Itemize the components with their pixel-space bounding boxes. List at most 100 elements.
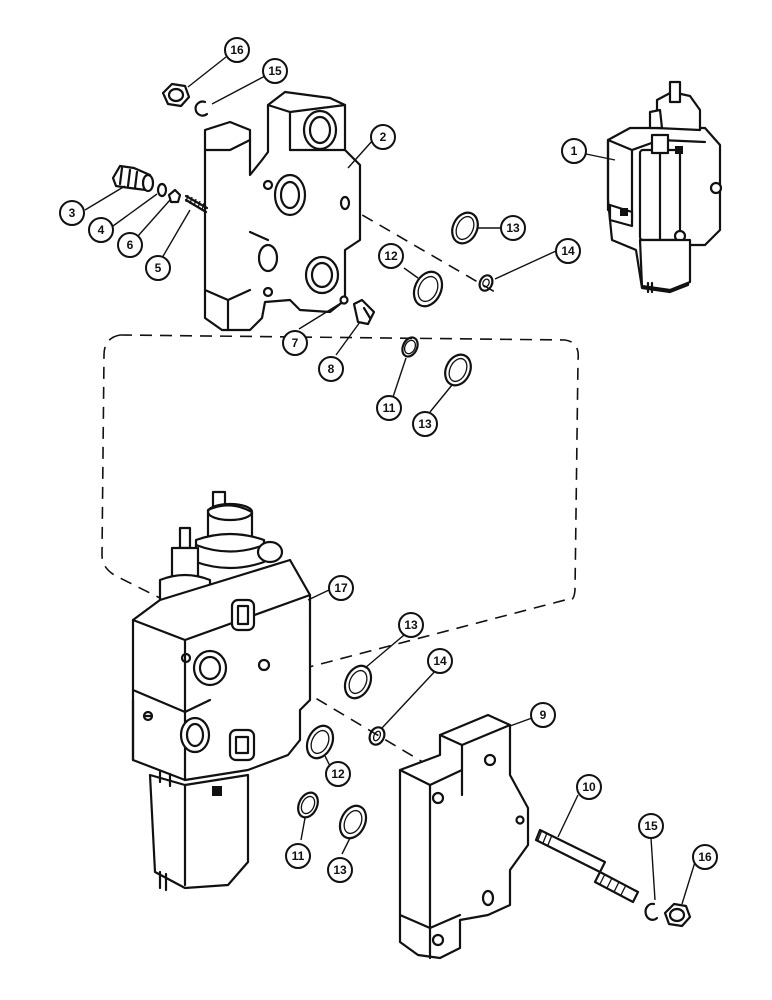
fitting-part-3 <box>111 164 155 193</box>
callout-14: 14 <box>427 648 453 674</box>
callout-13: 13 <box>327 857 353 883</box>
callout-number: 11 <box>383 401 396 415</box>
callout-9: 9 <box>530 702 556 728</box>
callout-17: 17 <box>328 575 354 601</box>
callout-number: 7 <box>292 336 299 350</box>
callout-number: 14 <box>433 654 447 668</box>
callout-4: 4 <box>88 217 114 243</box>
o-ring-part-13-d <box>338 804 368 840</box>
callout-number: 13 <box>506 221 520 235</box>
callout-1: 1 <box>561 138 587 164</box>
hex-nut-part-16-bottom <box>663 902 692 928</box>
callout-circle <box>327 857 353 883</box>
callout-circle <box>285 843 311 869</box>
callout-15: 15 <box>638 813 664 839</box>
callout-number: 11 <box>292 849 305 863</box>
callout-number: 14 <box>561 244 575 258</box>
callout-11: 11 <box>376 395 402 421</box>
hex-nut-part-16-top <box>161 82 191 108</box>
callout-circle <box>576 774 602 800</box>
plug-part-8 <box>352 298 376 326</box>
callout-number: 4 <box>98 223 105 237</box>
callout-number: 13 <box>418 417 432 431</box>
callout-circle <box>376 395 402 421</box>
callout-number: 9 <box>540 708 547 722</box>
callout-circle <box>638 813 664 839</box>
lock-washer-part-15-bottom <box>644 902 659 921</box>
callout-circle <box>262 58 288 84</box>
callout-circle <box>370 124 396 150</box>
callout-number: 15 <box>644 819 658 833</box>
o-ring-part-12-a <box>412 270 444 308</box>
callout-circle <box>318 356 344 382</box>
callout-circle <box>328 575 354 601</box>
callout-8: 8 <box>318 356 344 382</box>
callout-number: 12 <box>331 767 345 781</box>
callout-15: 15 <box>262 58 288 84</box>
callout-circle <box>325 761 351 787</box>
callout-number: 3 <box>69 206 76 220</box>
seal-part-14-a <box>478 274 494 292</box>
callout-14: 14 <box>555 238 581 264</box>
ball-part-7 <box>339 295 349 305</box>
callout-number: 10 <box>582 780 596 794</box>
callout-number: 12 <box>384 249 398 263</box>
callout-number: 17 <box>334 581 348 595</box>
o-ring-part-12-b <box>305 724 335 760</box>
callout-13: 13 <box>398 612 424 638</box>
callout-circle <box>530 702 556 728</box>
spring-part-5 <box>184 194 209 214</box>
callout-circle <box>500 215 526 241</box>
callout-circle <box>224 37 250 63</box>
callout-number: 13 <box>404 618 418 632</box>
callout-circle <box>59 200 85 226</box>
callout-number: 13 <box>333 863 347 877</box>
end-cover-part-9 <box>398 713 530 960</box>
callout-circle <box>378 243 404 269</box>
o-ring-part-11-b <box>297 791 319 819</box>
callout-7: 7 <box>282 330 308 356</box>
callout-3: 3 <box>59 200 85 226</box>
o-ring-part-13-c <box>343 664 373 700</box>
stud-part-10 <box>534 828 640 904</box>
callout-6: 6 <box>117 232 143 258</box>
o-ring-part-11-a <box>401 336 419 358</box>
callout-13: 13 <box>500 215 526 241</box>
callout-circle <box>282 330 308 356</box>
callout-16: 16 <box>692 844 718 870</box>
callout-circle <box>555 238 581 264</box>
valve-assembly-part-1 <box>606 80 723 294</box>
callout-2: 2 <box>370 124 396 150</box>
callout-number: 2 <box>380 130 387 144</box>
callout-circle <box>145 255 171 281</box>
ball-part-6 <box>167 188 182 204</box>
leader-lines <box>84 56 696 905</box>
callout-circle <box>88 217 114 243</box>
callout-number: 16 <box>698 850 712 864</box>
callout-13: 13 <box>412 411 438 437</box>
callout-circle <box>398 612 424 638</box>
callout-number: 1 <box>571 144 578 158</box>
o-ring-part-4 <box>156 182 168 198</box>
callout-12: 12 <box>325 761 351 787</box>
callout-circle <box>692 844 718 870</box>
seal-part-14-b <box>368 726 386 746</box>
o-ring-part-13-b <box>444 353 472 387</box>
callout-circle <box>561 138 587 164</box>
callout-10: 10 <box>576 774 602 800</box>
o-ring-part-13-a <box>451 211 479 245</box>
callout-number: 6 <box>127 238 134 252</box>
callout-number: 16 <box>230 43 244 57</box>
callout-5: 5 <box>145 255 171 281</box>
valve-section-part-17 <box>131 490 312 892</box>
lock-washer-part-15-top <box>194 100 209 117</box>
callout-11: 11 <box>285 843 311 869</box>
callout-number: 15 <box>268 64 282 78</box>
callout-16: 16 <box>224 37 250 63</box>
callout-circle <box>427 648 453 674</box>
callout-number: 8 <box>328 362 335 376</box>
callout-12: 12 <box>378 243 404 269</box>
